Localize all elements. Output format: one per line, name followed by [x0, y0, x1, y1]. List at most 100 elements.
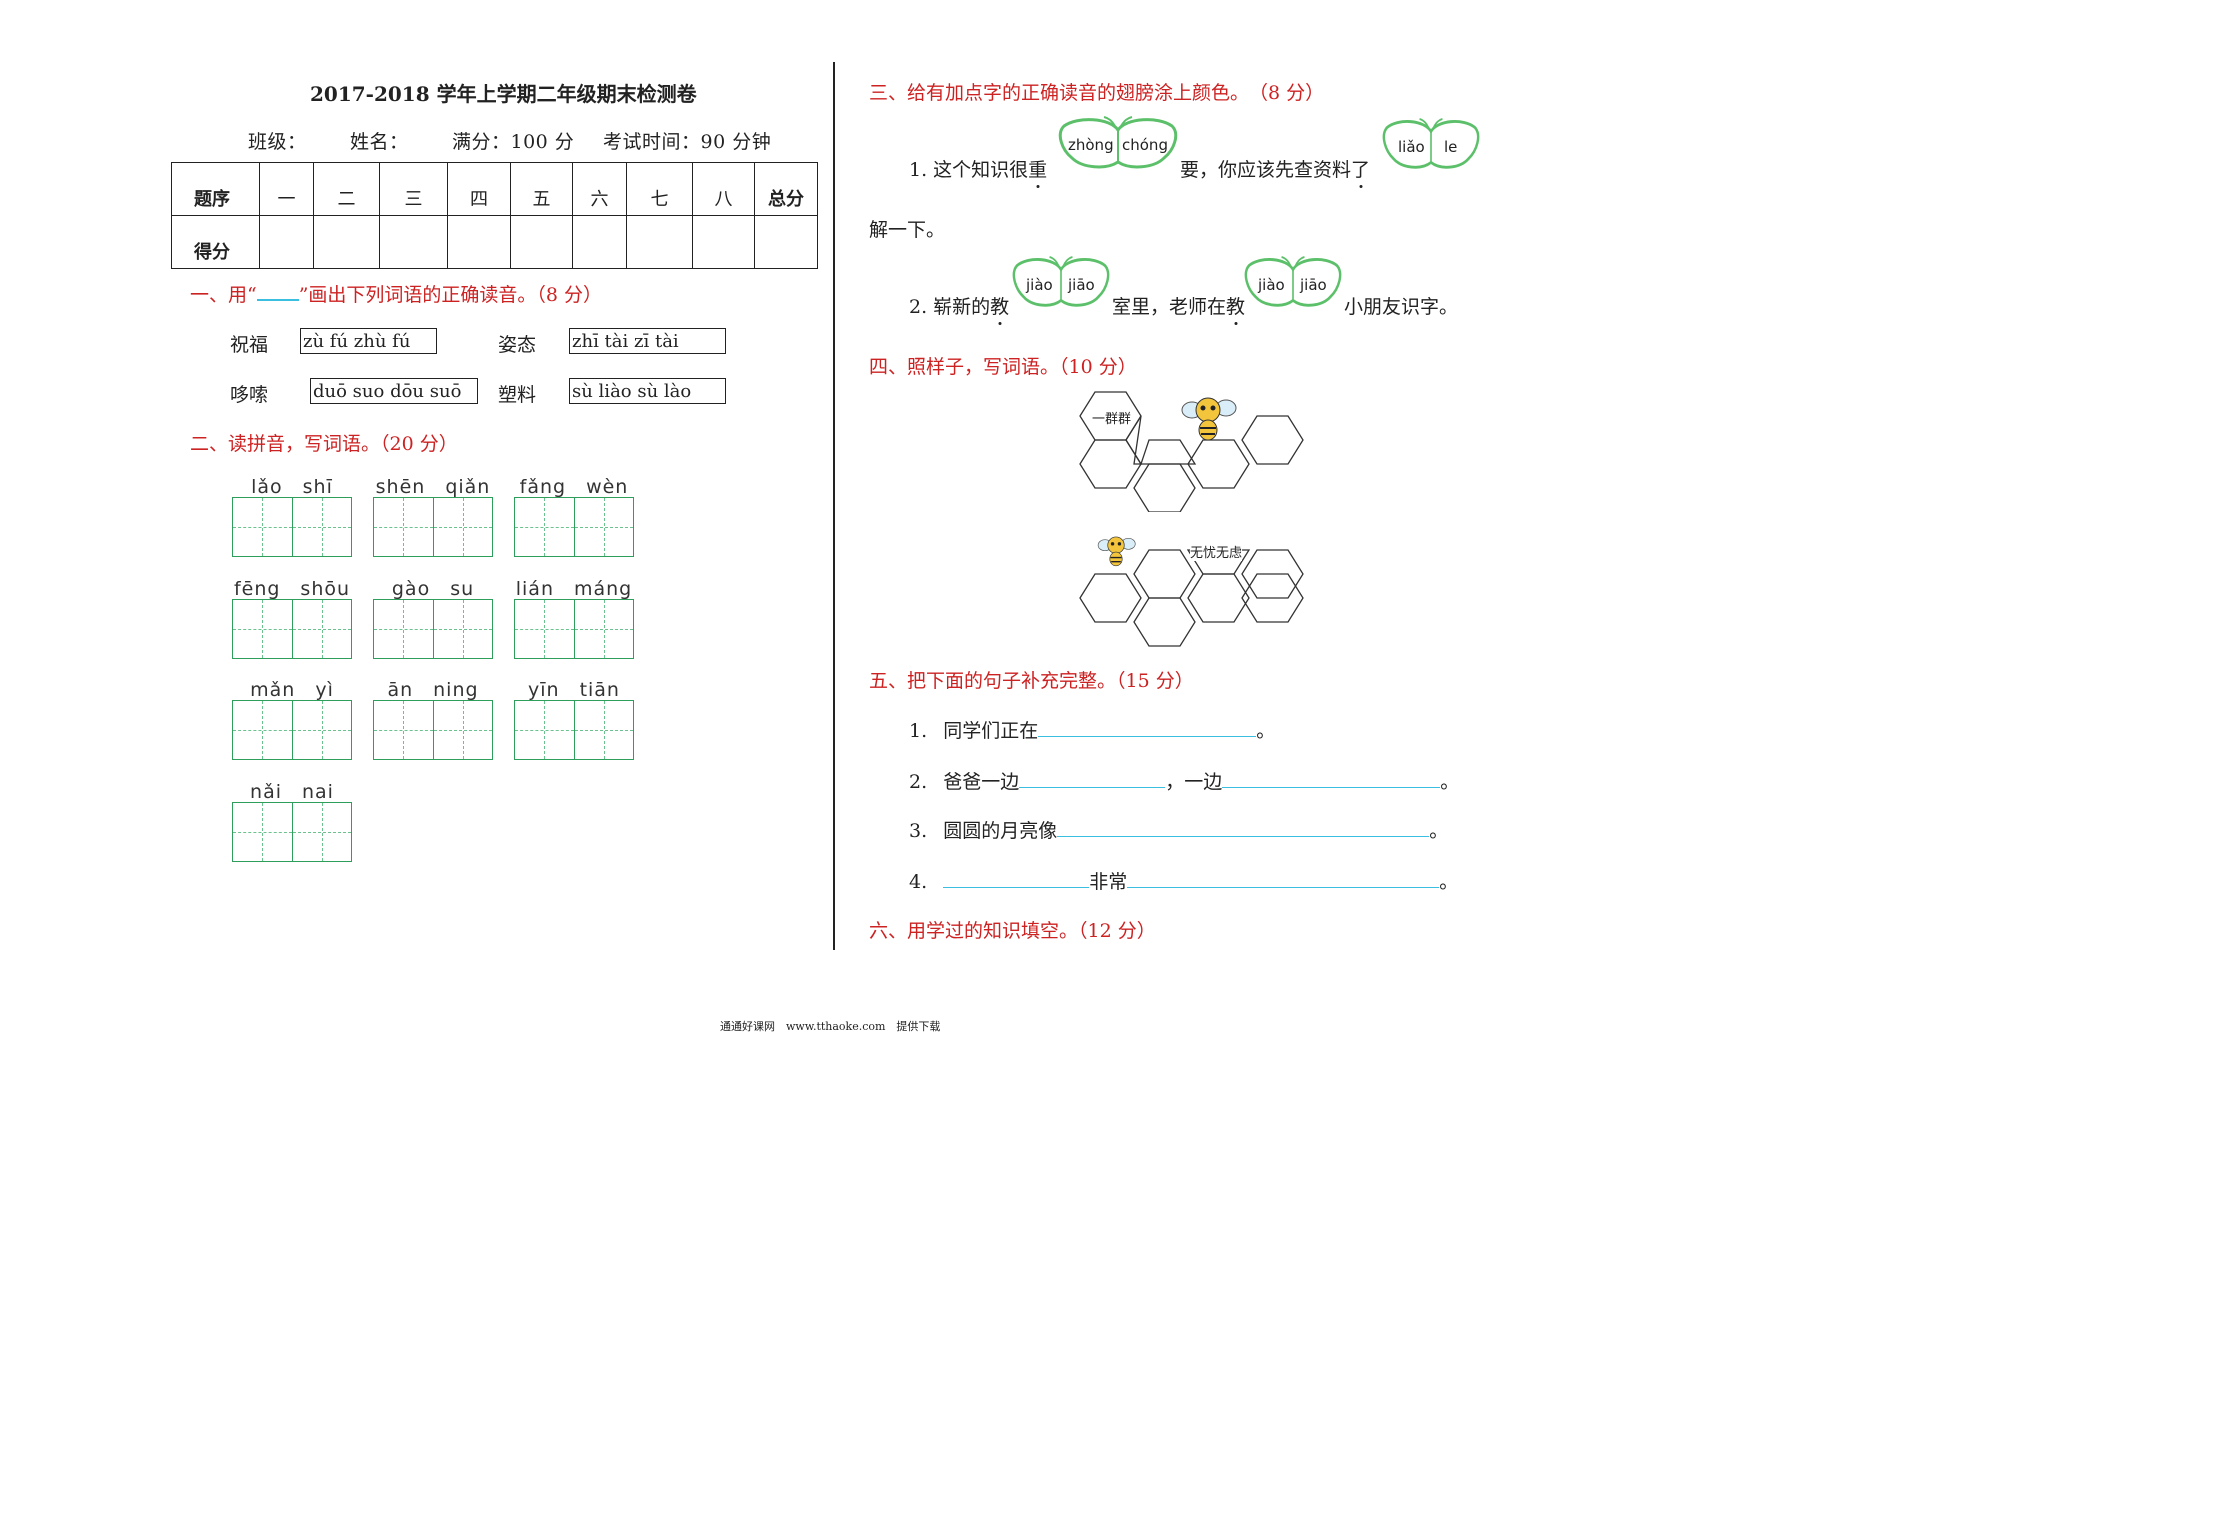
- s3-text: 圆圆的月亮像: [943, 820, 1058, 842]
- writing-grid[interactable]: [373, 497, 493, 557]
- writing-grid[interactable]: [232, 802, 352, 862]
- options-zhufu[interactable]: zù fú zhù fú: [300, 328, 437, 354]
- s4-text: 非常: [1089, 871, 1128, 893]
- s4-end: 。: [1439, 871, 1459, 893]
- section3-q2-cont: 室里，老师在教: [1112, 292, 1245, 319]
- word-suliao: 塑料: [498, 384, 537, 406]
- score-cell[interactable]: [626, 215, 693, 269]
- s1-blank[interactable]: [1038, 718, 1257, 737]
- score-cell[interactable]: [692, 215, 755, 269]
- sentence-1: 1. 同学们正在。: [909, 716, 1275, 743]
- score-cell[interactable]: [510, 215, 573, 269]
- q1-text-c: 解一下。: [869, 219, 946, 241]
- s2-text-b: ，一边: [1165, 771, 1223, 793]
- col-7: 七: [626, 162, 693, 216]
- section3-q2: 2. 崭新的教: [909, 292, 1009, 319]
- score-cell[interactable]: [259, 215, 314, 269]
- q2-text-c: 小朋友识字。: [1344, 296, 1459, 318]
- writing-grid[interactable]: [373, 700, 493, 760]
- writing-grid[interactable]: [232, 599, 352, 659]
- section3-q1: 1. 这个知识很重: [909, 155, 1047, 182]
- butterfly-liao[interactable]: liǎo le: [1382, 118, 1480, 176]
- butterfly-left-pinyin: jiào: [1258, 276, 1285, 294]
- section1-title-pre: 一、用“: [190, 284, 257, 306]
- q2-text-a: 2. 崭新的: [909, 296, 991, 318]
- q1-text-a: 1. 这个知识很: [909, 159, 1029, 181]
- bee-icon: [1097, 536, 1136, 567]
- pinyin-label: ān ning: [387, 679, 479, 701]
- col-1: 一: [259, 162, 314, 216]
- s2-num: 2.: [909, 771, 928, 793]
- name-label: 姓名：: [350, 131, 409, 153]
- hex2-word: 无忧无虑: [1190, 542, 1243, 561]
- s4-blank-2[interactable]: [1127, 869, 1440, 888]
- writing-grid[interactable]: [514, 599, 634, 659]
- s2-end: 。: [1440, 771, 1460, 793]
- options-duosuo[interactable]: duō suo dōu suō: [310, 378, 478, 404]
- section3-title: 三、给有加点字的正确读音的翅膀涂上颜色。 （8 分）: [869, 82, 1325, 104]
- writing-grid[interactable]: [373, 599, 493, 659]
- col-8: 八: [692, 162, 755, 216]
- s3-num: 3.: [909, 820, 928, 842]
- q1-dotted-char-2: 了: [1351, 155, 1370, 182]
- score-cell[interactable]: [447, 215, 511, 269]
- butterfly-left-pinyin: jiào: [1026, 276, 1053, 294]
- pinyin-label: lǎo shī: [251, 476, 333, 498]
- s1-text: 同学们正在: [943, 720, 1039, 742]
- writing-grid[interactable]: [232, 497, 352, 557]
- pinyin-label: fēng shōu: [233, 578, 351, 600]
- score-cell[interactable]: [754, 215, 818, 269]
- word-zhufu: 祝福: [230, 334, 269, 356]
- s1-end: 。: [1256, 720, 1276, 742]
- score-cell[interactable]: [379, 215, 448, 269]
- butterfly-right-pinyin: chóng: [1122, 136, 1168, 154]
- q2-dotted-char-2: 教: [1226, 292, 1245, 319]
- s4-blank-1[interactable]: [943, 869, 1090, 888]
- footer-text: 通通好课网 www.tthaoke.com 提供下载: [720, 1020, 941, 1033]
- butterfly-zhong[interactable]: zhòng chóng: [1058, 116, 1178, 176]
- section2-title: 二、读拼音，写词语。（20 分）: [190, 433, 458, 455]
- writing-grid[interactable]: [232, 700, 352, 760]
- s2-blank-1[interactable]: [1019, 769, 1166, 788]
- butterfly-icon: [1244, 256, 1342, 307]
- s2-blank-2[interactable]: [1222, 769, 1441, 788]
- pinyin-label: lián máng: [515, 578, 633, 600]
- bee-icon: [1181, 397, 1237, 441]
- s2-text-a: 爸爸一边: [943, 771, 1020, 793]
- underline-sample: [256, 283, 299, 301]
- pinyin-label: shēn qiǎn: [375, 476, 491, 498]
- row-label-order: 题序: [171, 162, 260, 216]
- score-table: 题序 一 二 三 四 五 六 七 八 总分 得分: [171, 162, 818, 269]
- score-cell[interactable]: [313, 215, 380, 269]
- butterfly-left-pinyin: liǎo: [1398, 138, 1425, 156]
- col-total: 总分: [754, 162, 818, 216]
- col-2: 二: [313, 162, 380, 216]
- sentence-2: 2. 爸爸一边 ，一边 。: [909, 767, 1459, 794]
- sentence-4: 4. 非常 。: [909, 867, 1458, 894]
- butterfly-jiao-1[interactable]: jiào jiāo: [1012, 256, 1110, 314]
- section3-q1-cont: 要，你应该先查资料了: [1180, 155, 1370, 182]
- col-6: 六: [572, 162, 627, 216]
- s3-blank[interactable]: [1057, 818, 1430, 837]
- sentence-3: 3. 圆圆的月亮像。: [909, 816, 1448, 843]
- pinyin-label: nǎi nai: [250, 781, 334, 803]
- writing-grid[interactable]: [514, 497, 634, 557]
- butterfly-icon: [1058, 116, 1178, 169]
- butterfly-jiao-2[interactable]: jiào jiāo: [1244, 256, 1342, 314]
- pinyin-label: yīn tiān: [528, 679, 620, 701]
- options-suliao[interactable]: sù liào sù lào: [569, 378, 726, 404]
- section6-title: 六、用学过的知识填空。（12 分）: [869, 920, 1156, 942]
- word-zitai: 姿态: [498, 334, 537, 356]
- options-zitai[interactable]: zhī tài zī tài: [569, 328, 726, 354]
- butterfly-right-pinyin: jiāo: [1068, 276, 1095, 294]
- pinyin-label: gào su: [391, 578, 475, 600]
- row-label-score: 得分: [171, 215, 260, 269]
- score-cell[interactable]: [572, 215, 627, 269]
- exam-time: 考试时间：90 分钟: [603, 131, 772, 153]
- section1-title-post: ”画出下列词语的正确读音。（8 分）: [298, 284, 603, 306]
- q1-text-b: 要，你应该先查资料: [1180, 159, 1352, 181]
- writing-grid[interactable]: [514, 700, 634, 760]
- butterfly-right-pinyin: jiāo: [1300, 276, 1327, 294]
- butterfly-icon: [1382, 118, 1480, 169]
- s4-num: 4.: [909, 871, 928, 893]
